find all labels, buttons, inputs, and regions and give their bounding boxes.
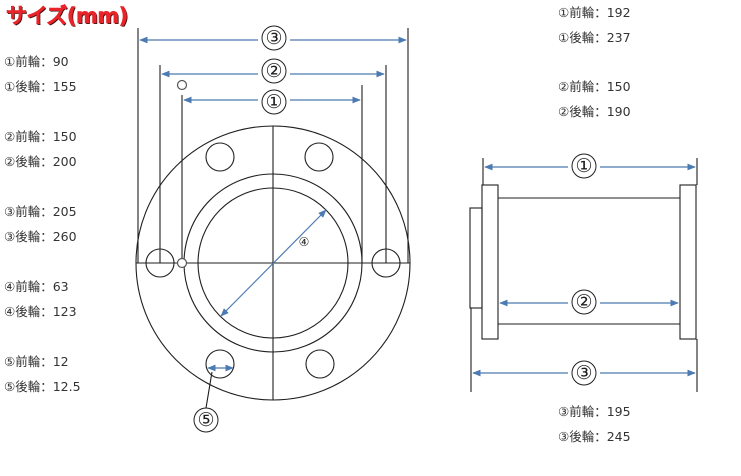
left-flange-rect — [481, 184, 499, 340]
side-view: ① ② ③ — [469, 153, 698, 392]
spec-4-front: ④前輪：63 — [4, 279, 69, 294]
side-dim-marker-3: ③ — [575, 362, 592, 384]
bolt-hole — [304, 142, 334, 172]
side-dim-marker-2: ② — [575, 291, 592, 313]
dim-marker-circle — [193, 407, 219, 433]
spec-side-1-front: ①前輪：192 — [558, 5, 631, 20]
spec-2-front: ②前輪：150 — [4, 129, 77, 144]
bolt-hole — [205, 349, 235, 379]
spec-2-rear: ②後輪：200 — [4, 154, 77, 169]
spec-1-rear: ①後輪：155 — [4, 79, 77, 94]
front-view: ③ ② ① ④ ⑤ — [135, 25, 411, 433]
dim-marker-2: ② — [265, 60, 282, 82]
dim-marker-5: ⑤ — [197, 409, 214, 431]
dim-marker-circle — [261, 89, 287, 115]
right-flange-rect — [679, 184, 697, 340]
reference-point — [176, 257, 188, 269]
spec-side-2-front: ②前輪：150 — [558, 79, 631, 94]
spec-3-front: ③前輪：205 — [4, 204, 77, 219]
dim-marker-circle — [261, 25, 287, 51]
dim-marker-3: ③ — [265, 27, 282, 49]
spec-5-front: ⑤前輪：12 — [4, 354, 69, 369]
dim-marker-circle — [261, 58, 287, 84]
spec-4-rear: ④後輪：123 — [4, 304, 77, 319]
side-dim-marker-1: ① — [575, 155, 592, 177]
leader-line — [205, 371, 213, 409]
dim-marker-circle — [571, 360, 597, 386]
spec-side-2-rear: ②後輪：190 — [558, 104, 631, 119]
spec-3-rear: ③後輪：260 — [4, 229, 77, 244]
left-hub-rect — [469, 207, 483, 309]
spec-side-3-front: ③前輪：195 — [558, 404, 631, 419]
bolt-hole — [205, 142, 235, 172]
spec-5-rear: ⑤後輪：12.5 — [4, 379, 81, 394]
reference-point — [176, 79, 188, 91]
spec-side-1-rear: ①後輪：237 — [558, 30, 631, 45]
page-title: サイズ(mm) — [6, 4, 129, 29]
dimension-line-4 — [220, 209, 327, 317]
bolt-hole — [305, 349, 335, 379]
dim-marker-circle — [571, 289, 597, 315]
dim-marker-4: ④ — [299, 235, 310, 249]
dim-marker-1: ① — [265, 91, 282, 113]
spec-side-3-rear: ③後輪：245 — [558, 429, 631, 444]
dim-marker-circle — [571, 153, 597, 179]
spec-1-front: ①前輪：90 — [4, 54, 69, 69]
